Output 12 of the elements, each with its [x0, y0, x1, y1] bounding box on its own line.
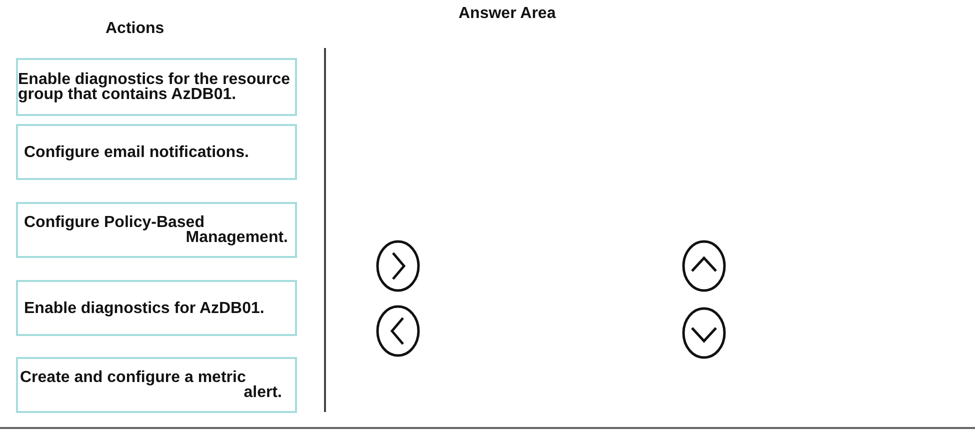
action-text: Enable diagnostics for the resource group that contains AzDB01. — [18, 72, 292, 102]
action-text: Enable diagnostics for AzDB01. — [24, 300, 266, 316]
column-heading: Answer Area — [458, 5, 556, 23]
column-heading: Actions — [106, 20, 164, 38]
action-box — [16, 280, 297, 336]
action-text: Configure email notifications. — [24, 144, 250, 160]
action-box — [16, 124, 297, 180]
action-box — [16, 357, 297, 413]
action-text: Configure Policy-Based Management. — [24, 215, 288, 245]
action-box — [16, 58, 297, 116]
action-text: Create and configure a metric alert. — [20, 370, 282, 400]
action-box — [16, 202, 297, 258]
